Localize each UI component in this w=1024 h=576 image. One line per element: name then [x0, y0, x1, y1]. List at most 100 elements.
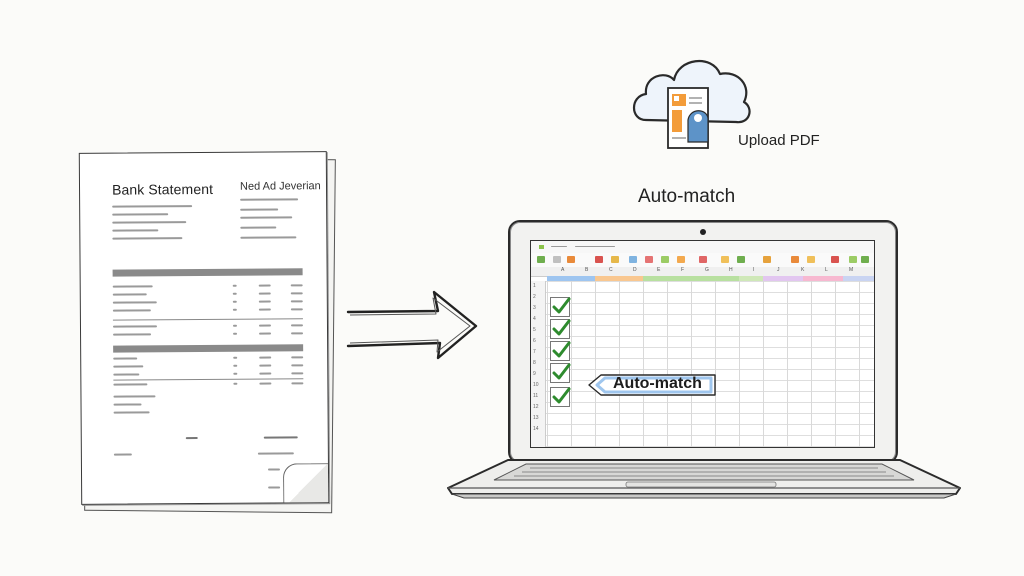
row-number[interactable]: 2	[533, 294, 536, 300]
row-number[interactable]: 9	[533, 371, 536, 377]
webcam	[700, 229, 706, 235]
table-cell	[291, 332, 304, 335]
callout-arrow-shape	[588, 374, 716, 396]
row-number[interactable]: 6	[533, 338, 536, 344]
table-cell	[232, 300, 237, 303]
table-cell	[291, 364, 304, 367]
table-cell	[291, 382, 304, 385]
table-row	[113, 373, 140, 376]
app-icon	[539, 245, 544, 249]
toolbar-icon[interactable]	[537, 256, 545, 263]
document-header-right: Ned Ad Jeverian	[239, 180, 321, 193]
table-cell	[258, 292, 271, 295]
toolbar-icon[interactable]	[849, 256, 857, 263]
match-checkbox[interactable]	[550, 319, 571, 339]
table-cell	[291, 356, 304, 359]
upload-pdf-label: Upload PDF	[738, 132, 820, 149]
checkmark-icon	[552, 297, 571, 314]
table-row	[113, 365, 144, 368]
column-header[interactable]: B	[585, 267, 589, 273]
toolbar-icon[interactable]	[721, 256, 729, 263]
column-header[interactable]: D	[633, 267, 637, 273]
table-cell	[290, 300, 303, 303]
toolbar-icon[interactable]	[831, 256, 839, 263]
column-header[interactable]: L	[825, 267, 828, 273]
footer-line	[257, 452, 294, 455]
table-cell	[258, 300, 271, 303]
title-text	[551, 246, 567, 247]
spreadsheet-grid[interactable]	[531, 281, 874, 447]
column-header[interactable]: A	[561, 267, 565, 273]
toolbar-icon[interactable]	[763, 256, 771, 263]
row-number-column: 1 2 3 4 5 6 7 8 9 10 11 12 13 14	[531, 281, 546, 447]
toolbar-icon[interactable]	[567, 256, 575, 263]
category-color-band	[595, 276, 643, 281]
footer-line	[268, 486, 281, 489]
row-number[interactable]: 4	[533, 316, 536, 322]
signature-mark	[185, 437, 198, 440]
laptop-lid: A B C D E F G H I J K L M 1 2 3 4 5	[508, 220, 898, 464]
info-line	[240, 216, 293, 219]
column-header[interactable]: I	[753, 267, 755, 273]
row-number[interactable]: 12	[533, 404, 539, 410]
row-number[interactable]: 10	[533, 382, 539, 388]
document-title: Bank Statement	[111, 180, 214, 198]
table-cell	[233, 332, 238, 335]
table-cell	[232, 324, 237, 327]
toolbar-icon[interactable]	[611, 256, 619, 263]
row-number[interactable]: 7	[533, 349, 536, 355]
column-header[interactable]: E	[657, 267, 661, 273]
toolbar-icon[interactable]	[553, 256, 561, 263]
signature-mark	[263, 436, 298, 439]
column-header[interactable]: H	[729, 267, 733, 273]
toolbar-icon[interactable]	[677, 256, 685, 263]
toolbar-icon[interactable]	[661, 256, 669, 263]
spreadsheet-screen: A B C D E F G H I J K L M 1 2 3 4 5	[530, 240, 875, 448]
column-header[interactable]: M	[849, 267, 854, 273]
checkmark-icon	[552, 387, 571, 404]
table-cell	[259, 372, 272, 375]
row-number[interactable]: 13	[533, 415, 539, 421]
page-curl	[282, 463, 330, 505]
checkmark-icon	[552, 363, 571, 380]
row-number[interactable]: 1	[533, 283, 536, 289]
toolbar-icon[interactable]	[791, 256, 799, 263]
category-color-band	[803, 276, 843, 281]
auto-match-heading: Auto-match	[638, 186, 736, 207]
column-header[interactable]: G	[705, 267, 709, 273]
row-number[interactable]: 11	[533, 393, 539, 399]
toolbar-icon[interactable]	[737, 256, 745, 263]
info-line	[240, 198, 299, 201]
toolbar-icon[interactable]	[595, 256, 603, 263]
match-checkbox[interactable]	[550, 341, 571, 361]
row-number[interactable]: 14	[533, 426, 539, 432]
table-cell	[290, 284, 303, 287]
toolbar-icon[interactable]	[629, 256, 637, 263]
laptop-keyboard-base	[447, 459, 961, 499]
table-row	[113, 357, 138, 360]
table-cell	[259, 356, 272, 359]
footnote-line	[113, 395, 156, 398]
column-header[interactable]: C	[609, 267, 613, 273]
toolbar-icon[interactable]	[699, 256, 707, 263]
row-number[interactable]: 3	[533, 305, 536, 311]
toolbar-icon[interactable]	[861, 256, 869, 263]
match-checkbox[interactable]	[550, 363, 571, 383]
table-divider	[113, 378, 304, 381]
column-header[interactable]: J	[777, 267, 780, 273]
column-header[interactable]: K	[801, 267, 805, 273]
footnote-line	[113, 411, 150, 414]
checkmark-icon	[552, 319, 571, 336]
toolbar-icon[interactable]	[645, 256, 653, 263]
match-checkbox[interactable]	[550, 297, 571, 317]
row-number[interactable]: 8	[533, 360, 536, 366]
table-cell	[258, 324, 271, 327]
address-line	[112, 213, 169, 216]
row-number[interactable]: 5	[533, 327, 536, 333]
pdf-file-icon	[667, 87, 709, 149]
footer-line	[267, 468, 280, 471]
column-header[interactable]: F	[681, 267, 685, 273]
match-checkbox[interactable]	[550, 387, 571, 407]
bank-statement-document: Bank Statement Ned Ad Jeverian	[78, 151, 340, 517]
toolbar-icon[interactable]	[807, 256, 815, 263]
